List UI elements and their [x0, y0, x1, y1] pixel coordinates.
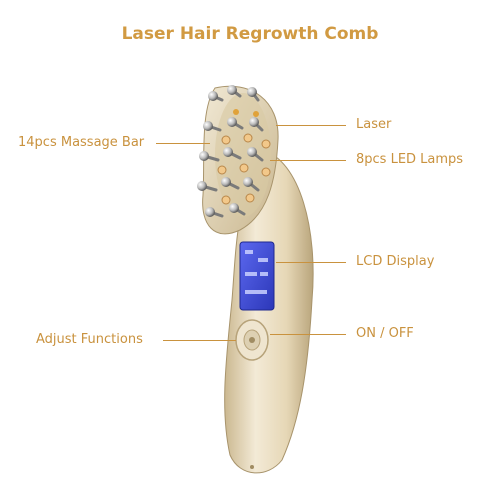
- massage-bar-label: 14pcs Massage Bar: [18, 135, 145, 150]
- adjust-functions-leader-line: [163, 340, 236, 341]
- led-lamps-leader-line: [270, 160, 346, 161]
- laser-label: Laser: [356, 117, 392, 132]
- led-lamps: [217, 133, 271, 205]
- laser-leader-line: [276, 125, 346, 126]
- page-title: Laser Hair Regrowth Comb: [121, 24, 379, 44]
- massage-bar-leader-line: [156, 143, 210, 144]
- on-off-leader-line: [270, 334, 346, 335]
- massage-bar-tips: [197, 85, 259, 217]
- lcd-display-leader-line: [276, 262, 346, 263]
- led-lamps-label: 8pcs LED Lamps: [356, 152, 464, 167]
- device-handle: [224, 149, 314, 474]
- on-off-label: ON / OFF: [356, 326, 414, 341]
- lcd-display-label: LCD Display: [356, 254, 435, 269]
- indicator-dot: [250, 465, 254, 469]
- adjust-functions-label: Adjust Functions: [36, 332, 143, 347]
- laser-points: [233, 109, 259, 117]
